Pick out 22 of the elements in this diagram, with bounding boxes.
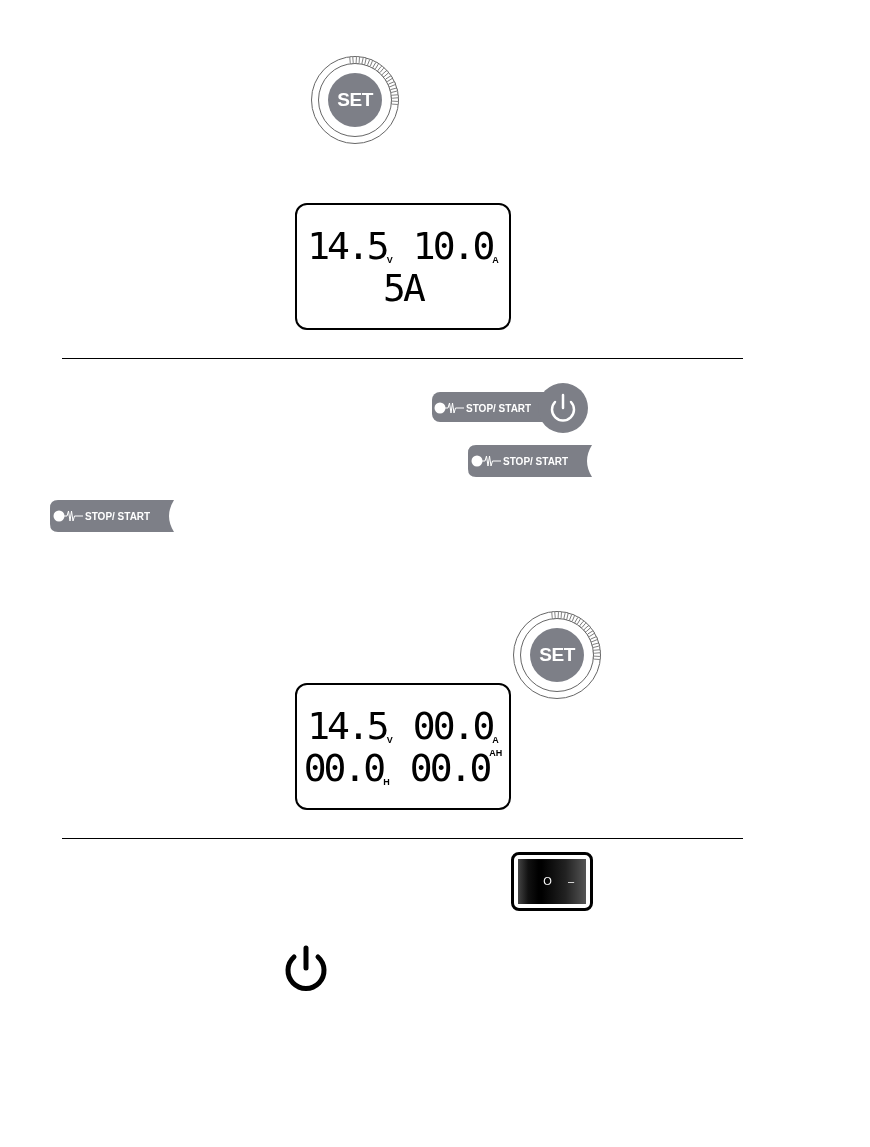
lcd-reading: 00.0 — [409, 748, 490, 787]
unit-label: V — [386, 255, 393, 265]
rocker-switch — [511, 852, 593, 911]
lcd-reading: 00.0 — [303, 748, 384, 787]
lcd-reading: 14.5 — [307, 706, 387, 745]
lcd-reading: 5A — [383, 268, 423, 307]
lcd-display — [295, 203, 511, 330]
lcd-reading: 00.0 — [412, 706, 493, 745]
unit-label: A — [492, 255, 499, 265]
unit-label: V — [386, 735, 393, 745]
switch-mark: O — [543, 874, 552, 890]
stop-start-button: STOP/ START — [468, 445, 592, 477]
lcd-reading: 14.5 — [307, 226, 387, 265]
unit-label: A — [492, 735, 499, 745]
unit-label: AH — [489, 748, 503, 758]
lcd-reading: 10.0 — [412, 226, 493, 265]
switch-mark: – — [567, 874, 574, 890]
unit-label: H — [383, 777, 390, 787]
stop-start-button: STOP/ START — [50, 500, 174, 532]
set-knob: SET — [530, 628, 584, 682]
lcd-display — [295, 683, 511, 810]
set-knob: SET — [328, 73, 382, 127]
